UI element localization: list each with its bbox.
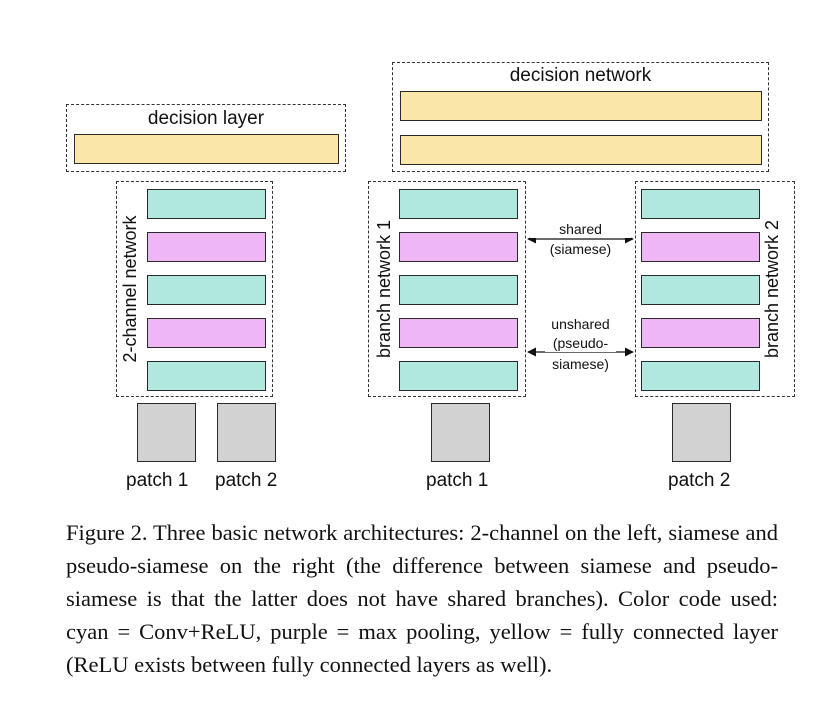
siamese-label-line: (siamese) [549,241,612,257]
pseudo-siamese-label: siamese) [540,355,621,373]
unshared-label: unshared [530,315,631,333]
pseudo-label-line: (pseudo- [552,335,609,351]
patch-1-label: patch 1 [426,470,489,491]
conv-relu-layer [641,275,760,305]
patch-2-label: patch 2 [215,470,278,491]
conv-relu-layer [399,361,518,391]
two-channel-network-box [116,181,273,397]
figure-caption: Figure 2. Three basic network architectu… [66,520,778,677]
conv-relu-layer [641,189,760,219]
conv-relu-layer [399,189,518,219]
conv-relu-layer [147,361,266,391]
patch-2-image [217,403,276,462]
decision-layer-box [66,104,346,172]
shared-label-line: shared [559,221,602,237]
branch-network-2-box [635,181,795,397]
fc-layer [74,134,339,164]
shared-label: shared [530,220,631,238]
conv-relu-layer [641,361,760,391]
patch-1-label: patch 1 [126,470,189,491]
patch-2-image [672,403,731,462]
patch-1-image [431,403,490,462]
max-pooling-layer [641,232,760,262]
conv-relu-layer [147,275,266,305]
decision-network-title: decision network [509,65,652,86]
fc-layer [400,135,762,165]
conv-relu-layer [147,189,266,219]
pseudo-label: (pseudo- [545,334,616,352]
max-pooling-layer [147,318,266,348]
pseudo-siamese-label-line: siamese) [552,356,609,372]
patch-1-image [137,403,196,462]
fc-layer [400,91,762,121]
max-pooling-layer [641,318,760,348]
decision-layer-title: decision layer [147,108,265,129]
max-pooling-layer [147,232,266,262]
patch-2-label: patch 2 [668,470,731,491]
siamese-label: (siamese) [540,240,621,258]
unshared-label-line: unshared [551,316,610,332]
max-pooling-layer [399,232,518,262]
conv-relu-layer [399,275,518,305]
branch-network-1-box [368,181,526,397]
decision-network-box [392,62,769,172]
max-pooling-layer [399,318,518,348]
